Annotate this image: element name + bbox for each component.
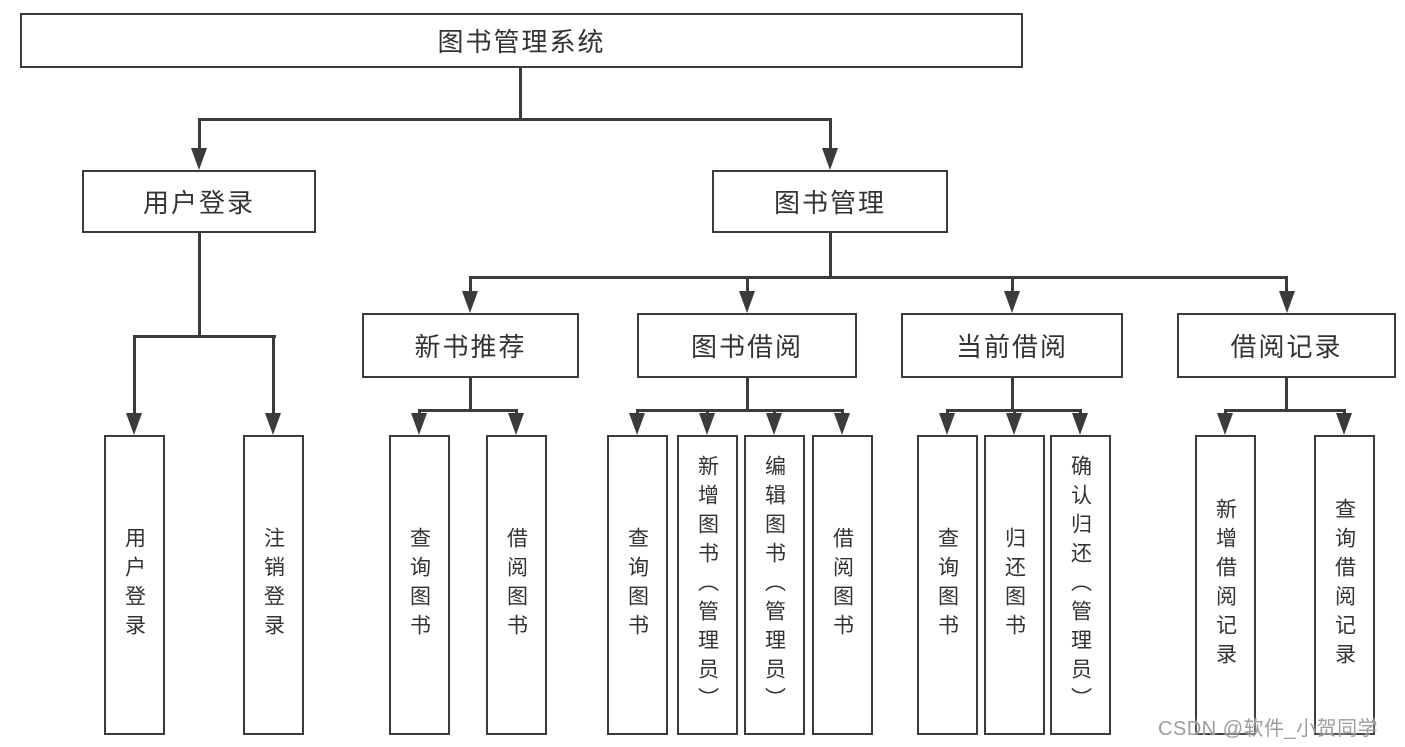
leaf-add-borrow-record: 新增借阅记录 (1194, 435, 1256, 735)
leaf-edit-books-admin-label: 编辑图书（管理员） (762, 454, 786, 716)
arrowhead (1278, 291, 1295, 313)
node-borrowing-records-label: 借阅记录 (1230, 332, 1343, 362)
arrowhead (1072, 413, 1088, 435)
leaf-user-login: 用户登录 (103, 435, 165, 735)
leaf-add-borrow-record-label: 新增借阅记录 (1213, 498, 1237, 672)
leaf-confirm-return-admin: 确认归还（管理员） (1049, 435, 1111, 735)
arrowhead (462, 291, 478, 313)
node-book-borrowing: 图书借阅 (637, 313, 857, 378)
arrowhead (1006, 413, 1022, 435)
leaf-borrow-books-borrowing: 借阅图书 (811, 435, 873, 735)
leaf-query-books-current: 查询图书 (916, 435, 978, 735)
edge (468, 276, 472, 294)
leaf-borrow-books-recommend-label: 借阅图书 (504, 527, 528, 643)
leaf-confirm-return-admin-label: 确认归还（管理员） (1068, 454, 1092, 716)
edge (1285, 377, 1288, 412)
node-borrowing-records: 借阅记录 (1177, 313, 1396, 378)
edge (828, 118, 832, 150)
arrowhead (822, 148, 838, 170)
root-node-library-system: 图书管理系统 (20, 13, 1023, 68)
edge (745, 276, 749, 294)
arrowhead (629, 413, 645, 435)
leaf-query-borrow-record: 查询借阅记录 (1313, 435, 1375, 735)
edge (469, 377, 472, 412)
edge (1010, 377, 1014, 412)
arrowhead (1336, 413, 1352, 435)
node-user-login-label: 用户登录 (142, 188, 255, 218)
edge (197, 118, 201, 150)
arrowhead (1004, 291, 1020, 313)
edge (1285, 276, 1288, 294)
node-current-borrowing: 当前借阅 (901, 313, 1123, 378)
node-new-book-recommend-label: 新书推荐 (414, 332, 527, 362)
leaf-return-books: 归还图书 (983, 435, 1045, 735)
edge (132, 335, 276, 338)
arrowhead (508, 413, 524, 435)
arrowhead (766, 413, 782, 435)
arrowhead (126, 413, 142, 435)
node-book-management: 图书管理 (712, 170, 948, 233)
leaf-logout: 注销登录 (242, 435, 304, 735)
node-book-borrowing-label: 图书借阅 (690, 332, 803, 362)
arrowhead (411, 413, 427, 435)
leaf-add-books-admin: 新增图书（管理员） (676, 435, 738, 735)
leaf-query-books-borrowing: 查询图书 (606, 435, 668, 735)
leaf-edit-books-admin: 编辑图书（管理员） (743, 435, 805, 735)
arrowhead (265, 413, 281, 435)
edge (745, 377, 749, 412)
arrowhead (1217, 413, 1233, 435)
edge (132, 335, 136, 415)
edge (197, 118, 832, 121)
arrowhead (699, 413, 715, 435)
leaf-logout-label: 注销登录 (261, 527, 285, 643)
leaf-borrow-books-recommend: 借阅图书 (485, 435, 547, 735)
leaf-query-books-borrowing-label: 查询图书 (625, 527, 649, 643)
edge (469, 276, 1288, 279)
node-user-login: 用户登录 (82, 170, 316, 233)
arrowhead (834, 413, 850, 435)
edge (1010, 276, 1014, 294)
leaf-user-login-label: 用户登录 (122, 527, 146, 643)
arrowhead (739, 291, 755, 313)
csdn-watermark: CSDN @软件_小贺同学 (1158, 718, 1379, 740)
leaf-borrow-books-borrowing-label: 借阅图书 (830, 527, 854, 643)
edge (197, 232, 201, 338)
node-current-borrowing-label: 当前借阅 (955, 332, 1068, 362)
arrowhead (939, 413, 955, 435)
leaf-add-books-admin-label: 新增图书（管理员） (695, 454, 719, 716)
leaf-query-books-recommend-label: 查询图书 (407, 527, 431, 643)
edge (271, 335, 275, 415)
leaf-query-books-current-label: 查询图书 (935, 527, 959, 643)
edge (518, 68, 522, 119)
leaf-query-borrow-record-label: 查询借阅记录 (1332, 498, 1356, 672)
edge (417, 409, 518, 412)
node-book-management-label: 图书管理 (773, 188, 886, 218)
leaf-return-books-label: 归还图书 (1002, 527, 1026, 643)
node-new-book-recommend: 新书推荐 (362, 313, 579, 378)
arrowhead (191, 148, 207, 170)
edge (635, 409, 844, 412)
root-node-label: 图书管理系统 (437, 27, 606, 57)
leaf-query-books-recommend: 查询图书 (388, 435, 450, 735)
edge (828, 232, 832, 279)
edge (1223, 409, 1346, 412)
